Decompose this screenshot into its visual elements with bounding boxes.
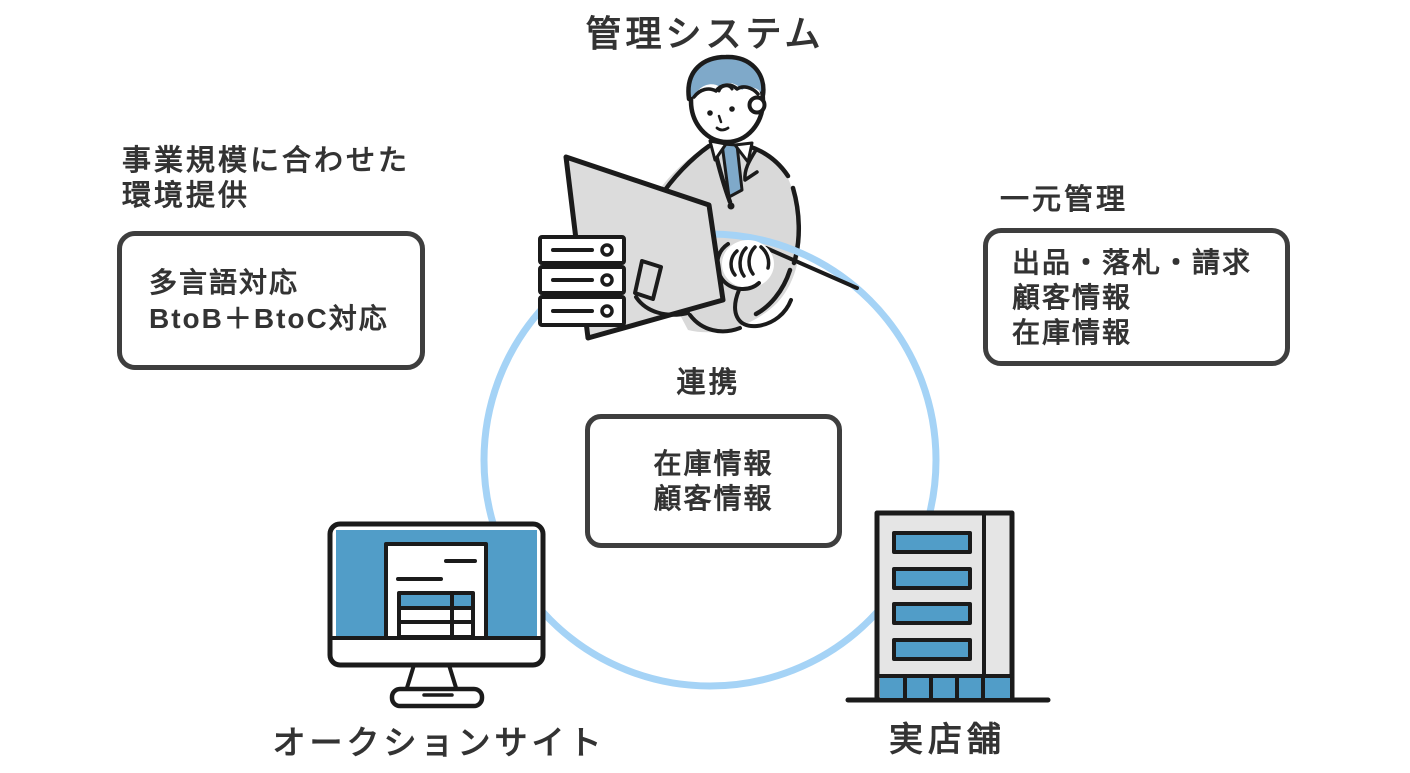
building-window — [892, 531, 972, 554]
left-feature-item: BtoB＋BtoC対応 — [149, 302, 389, 334]
link-box: 在庫情報 顧客情報 — [585, 414, 842, 548]
ear — [747, 95, 767, 115]
pen-line — [764, 246, 859, 290]
right-feature-heading: 一元管理 — [1000, 184, 1129, 216]
right-feature-item: 出品・落札・請求 — [1012, 246, 1253, 278]
table-header — [397, 591, 475, 610]
diagram-title: 管理システム — [585, 13, 825, 54]
store-label: 実店舗 — [889, 721, 1006, 759]
building-window — [892, 638, 972, 661]
left-feature-heading-line1: 事業規模に合わせた — [122, 145, 411, 177]
suit-button — [727, 202, 735, 210]
eye-right — [729, 106, 735, 112]
link-item: 在庫情報 — [653, 448, 774, 479]
monitor-base — [389, 686, 485, 709]
right-feature-item: 顧客情報 — [1012, 281, 1133, 313]
desktop-monitor-icon — [327, 521, 546, 709]
link-heading: 連携 — [676, 367, 741, 399]
link-item: 顧客情報 — [653, 483, 774, 514]
necktie — [720, 142, 744, 199]
building-ground-floor — [880, 678, 1010, 698]
building-window — [892, 602, 972, 625]
left-feature-heading: 事業規模に合わせた 環境提供 — [122, 144, 410, 214]
building-window — [892, 567, 972, 590]
server-stack-icon — [538, 235, 626, 327]
left-feature-heading-line2: 環境提供 — [122, 180, 251, 212]
right-feature-box: 出品・落札・請求 顧客情報 在庫情報 — [983, 228, 1290, 366]
monitor-stand — [633, 259, 663, 301]
person-hand — [715, 240, 774, 291]
left-feature-item: 多言語対応 — [149, 266, 300, 298]
right-feature-item: 在庫情報 — [1012, 316, 1133, 348]
left-feature-box: 多言語対応 BtoB＋BtoC対応 — [117, 231, 425, 370]
person-head — [686, 54, 767, 145]
office-building-icon — [845, 510, 1051, 703]
eye-left — [707, 110, 713, 116]
auction-site-label: オークションサイト — [272, 724, 606, 761]
